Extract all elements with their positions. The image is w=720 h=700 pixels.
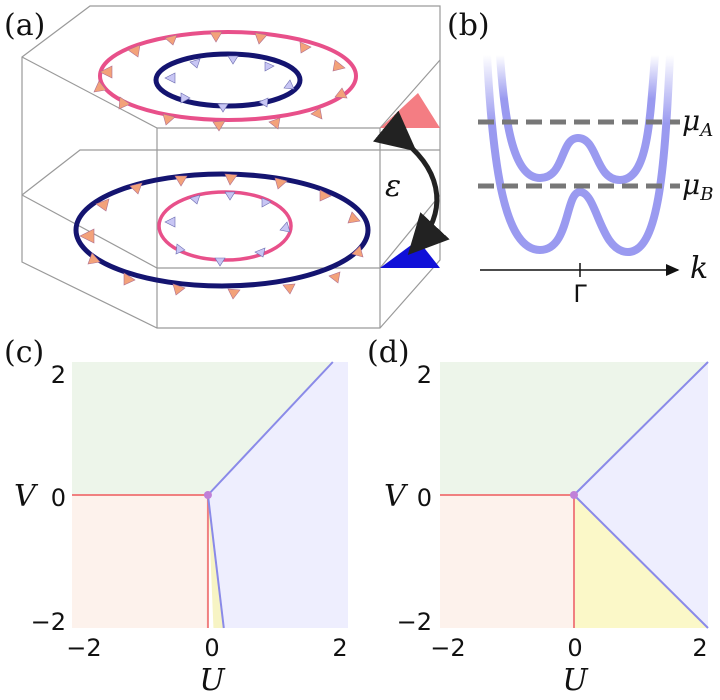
phase-diagram-d [440, 361, 709, 629]
phase-boundary-c-3 [207, 361, 334, 496]
panel-b-label: (b) [447, 8, 490, 43]
panel-b: (b) μA μB k Γ [447, 8, 713, 308]
phase-region-d-2 [574, 362, 708, 628]
x-tick-c-0: 0 [204, 634, 219, 662]
k-label: k [690, 251, 708, 286]
x-tick-d-0: 0 [567, 634, 582, 662]
x-axis-label-d: U [562, 663, 589, 698]
x-tick-d-neg2: −2 [430, 634, 465, 662]
mu-b-label: μB [682, 168, 713, 205]
top-layer-rings [93, 30, 358, 132]
panel-d: (d) 2 0 −2 −2 0 2 V U [367, 335, 709, 698]
phase-diagram-c [72, 361, 348, 629]
y-axis-label-d: V [384, 479, 409, 514]
triple-point-d [570, 491, 578, 499]
x-ticks-c: −2 0 2 [66, 634, 347, 662]
bottom-layer-rings [73, 171, 371, 300]
x-axis-label-c: U [199, 663, 226, 698]
phase-region-c-3 [72, 495, 208, 628]
panel-a: (a) [4, 5, 450, 329]
panel-a-label: (a) [4, 8, 45, 43]
y-axis-label-c: V [14, 479, 39, 514]
phase-boundary-d-4 [573, 494, 709, 629]
y-ticks-c: 2 0 −2 [31, 361, 66, 636]
strain-symbol: ε [385, 169, 401, 204]
mu-a-label: μA [682, 104, 713, 141]
phase-boundary-c-4 [206, 494, 225, 629]
top-layer-marker [380, 93, 440, 128]
phase-boundary-d-3 [573, 361, 709, 496]
triple-point-c [203, 491, 212, 499]
y-tick-d-2: 2 [417, 361, 432, 389]
y-tick-c-0: 0 [51, 484, 66, 512]
band-upper [496, 51, 659, 185]
gamma-label: Γ [573, 280, 587, 308]
y-ticks-d: 2 0 −2 [397, 361, 432, 636]
panel-d-label: (d) [367, 335, 410, 370]
x-tick-d-2: 2 [692, 634, 707, 662]
x-tick-c-2: 2 [332, 634, 347, 662]
panel-c-label: (c) [4, 335, 44, 370]
phase-region-c-1 [72, 362, 333, 495]
y-tick-d-neg2: −2 [397, 608, 432, 636]
bottom-layer-marker [380, 240, 440, 268]
band-lower [483, 51, 674, 257]
phase-region-d-3 [440, 495, 574, 628]
phase-region-c-2 [207, 362, 348, 628]
y-tick-c-neg2: −2 [31, 608, 66, 636]
phase-region-d-1 [440, 362, 708, 495]
x-tick-c-neg2: −2 [66, 634, 101, 662]
y-tick-d-0: 0 [417, 484, 432, 512]
strain-arrow [372, 110, 450, 255]
x-ticks-d: −2 0 2 [430, 634, 707, 662]
panel-c: (c) 2 0 −2 −2 0 2 V U [4, 335, 348, 698]
y-tick-c-2: 2 [51, 361, 66, 389]
